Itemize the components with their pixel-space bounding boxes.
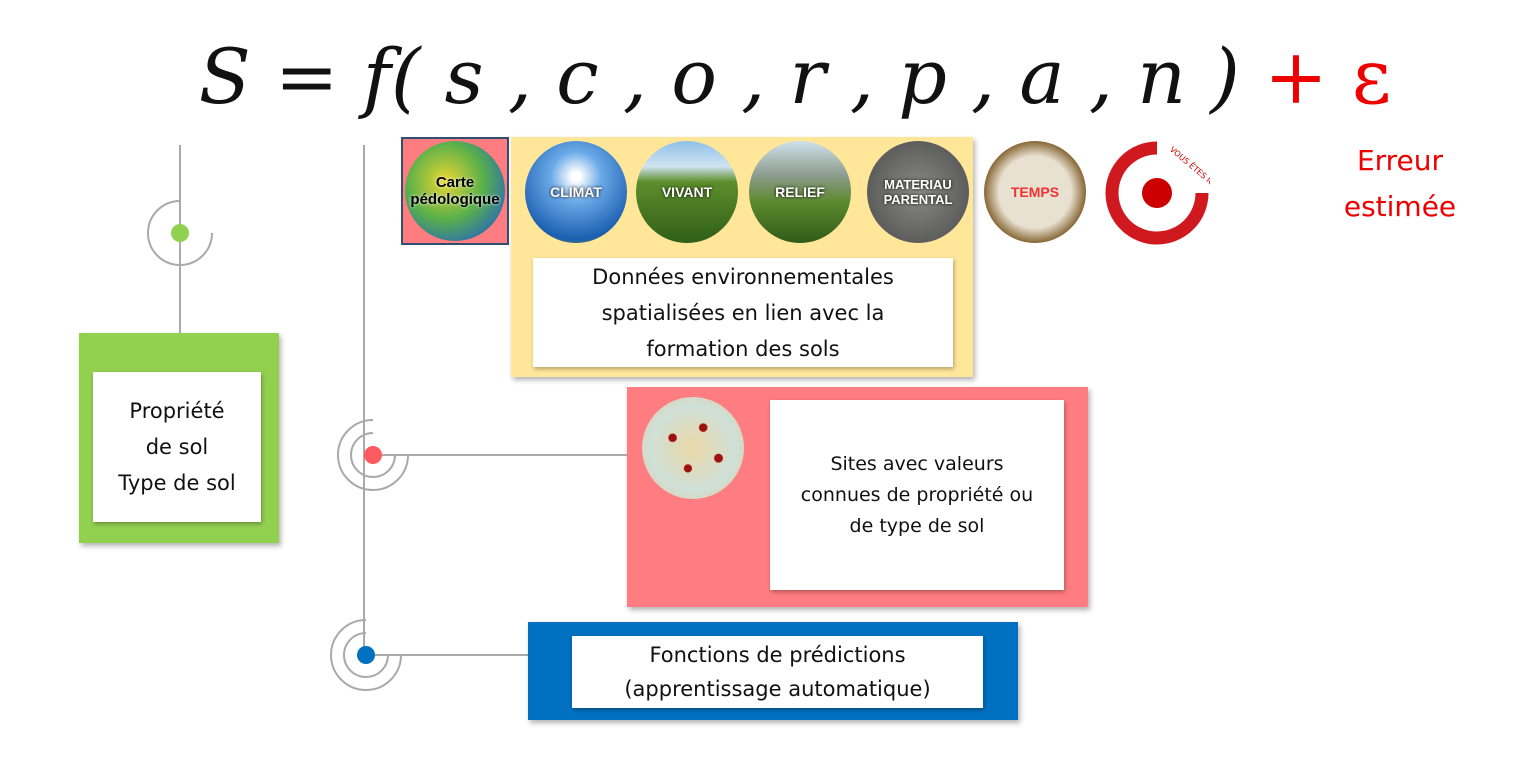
soil-property-box: Propriété de sol Type de sol — [93, 372, 261, 522]
formula-main: S = f( s , c , o , r , p , a , n ) — [198, 32, 1240, 121]
sites-box: Sites avec valeurs connues de propriété … — [770, 400, 1064, 590]
target-icon — [147, 200, 213, 266]
connector-line — [382, 454, 627, 456]
you-are-here-icon: VOUS ÊTES ICI — [1105, 141, 1210, 245]
env-data-box: Données environnementales spatialisées e… — [533, 258, 953, 367]
connector-line — [375, 654, 528, 656]
formula-error-term: + ε — [1264, 32, 1392, 121]
factor-climate: CLIMAT — [525, 141, 627, 243]
you-are-here-label: VOUS ÊTES ICI — [1168, 143, 1210, 189]
factor-parent-material: MATERIAU PARENTAL — [867, 141, 969, 243]
factor-relief: RELIEF — [749, 141, 851, 243]
formula: S = f( s , c , o , r , p , a , n ) + ε — [150, 32, 1440, 122]
target-icon — [337, 419, 409, 491]
functions-box: Fonctions de prédictions (apprentissage … — [572, 636, 983, 708]
factor-time: TEMPS — [984, 141, 1086, 243]
connector-line — [363, 145, 365, 660]
target-icon — [330, 619, 402, 691]
factor-soil-map: Carte pédologique — [405, 141, 505, 241]
sites-map-icon — [642, 397, 744, 499]
factor-living: VIVANT — [636, 141, 738, 243]
error-label: Erreur estimée — [1343, 144, 1457, 223]
